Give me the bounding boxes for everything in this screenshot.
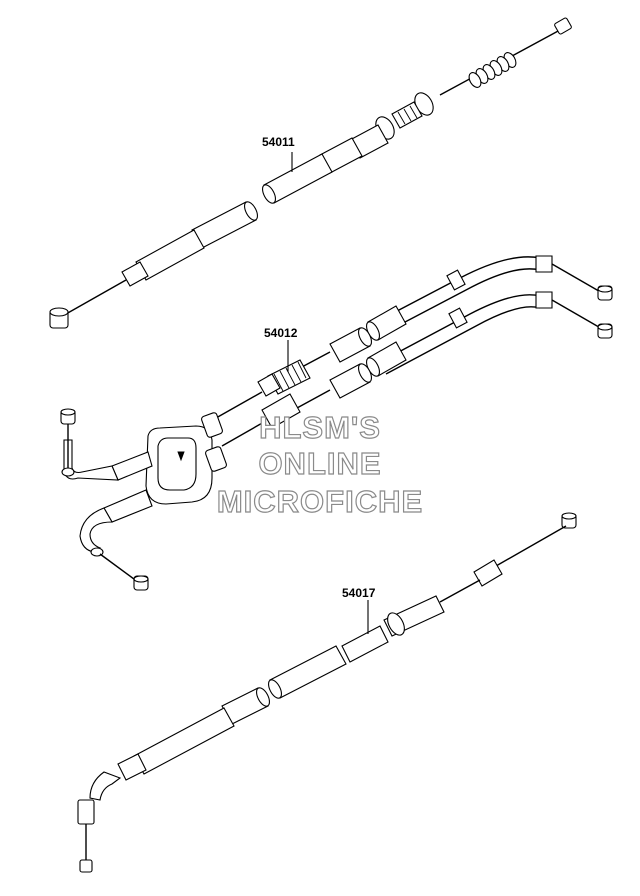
cable-54012[interactable]: 54012	[60, 255, 613, 591]
cable-54017[interactable]: 54017	[77, 512, 577, 873]
watermark-line-3: MICROFICHE	[217, 484, 423, 519]
watermark-line-1: HLSM'S	[259, 410, 381, 445]
cable-54011[interactable]: 54011	[49, 17, 572, 329]
watermark: HLSM'S ONLINE MICROFICHE	[216, 409, 423, 519]
part-number-54017: 54017	[342, 586, 376, 600]
part-number-54012: 54012	[264, 326, 298, 340]
part-number-54011: 54011	[262, 135, 295, 149]
watermark-line-2: ONLINE	[258, 446, 381, 481]
